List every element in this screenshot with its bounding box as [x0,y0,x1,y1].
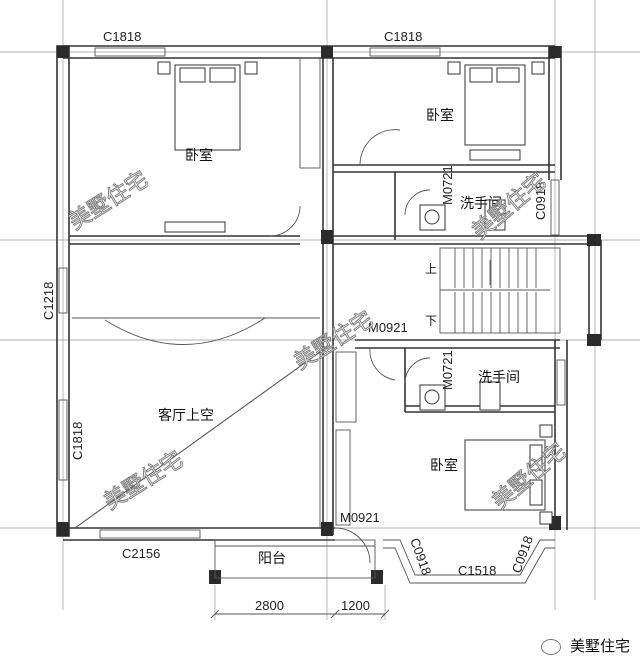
dimension-line [210,609,390,619]
dimension-right: 1200 [341,598,370,613]
interior-walls [69,58,589,535]
wechat-icon [541,638,562,655]
tv-units [164,149,521,233]
wardrobes [299,57,357,526]
bed-ne [447,61,545,146]
bed-nw [157,61,258,151]
label-bedroom-ne: 卧室 [426,107,454,124]
code-window-bottom-left: C2156 [122,546,160,561]
code-window-w-lower: C1818 [70,422,85,460]
footer-brand: 美墅住宅 [541,635,630,656]
label-bath-lower: 洗手间 [478,370,520,386]
code-window-w-upper: C1218 [41,282,56,320]
bed-se [464,424,553,525]
code-window-nw: C1818 [103,29,141,44]
code-window-bottom-right: C1518 [458,563,496,578]
label-living-void: 客厅上空 [158,407,214,424]
staircase [439,247,561,334]
label-stair-down: 下 [425,314,437,328]
label-bedroom-se: 卧室 [430,457,458,474]
label-bath-upper: 洗手间 [460,196,502,212]
code-window-bay-left: C0918 [407,536,434,577]
code-door-bath-upper: M0721 [440,165,455,205]
dimension-left: 2800 [255,598,284,613]
code-door-bath-lower: M0721 [440,350,455,390]
code-door-upper: M0921 [368,320,408,335]
code-door-lower: M0921 [340,510,380,525]
watermark-4: 美墅住宅 [100,447,188,515]
doors [269,129,431,564]
bath-fixtures [419,199,506,411]
balcony [214,539,376,579]
watermark-3: 美墅住宅 [290,307,378,375]
footer-brand-label: 美墅住宅 [569,637,630,655]
label-bedroom-nw: 卧室 [185,147,213,164]
windows [58,47,566,584]
code-window-bath: C0918 [533,182,548,220]
watermark-1: 美墅住宅 [65,167,153,235]
label-balcony: 阳台 [258,551,286,567]
label-stair-up: 上 [425,262,437,276]
living-void-outline [72,317,321,529]
code-window-ne: C1818 [384,29,422,44]
